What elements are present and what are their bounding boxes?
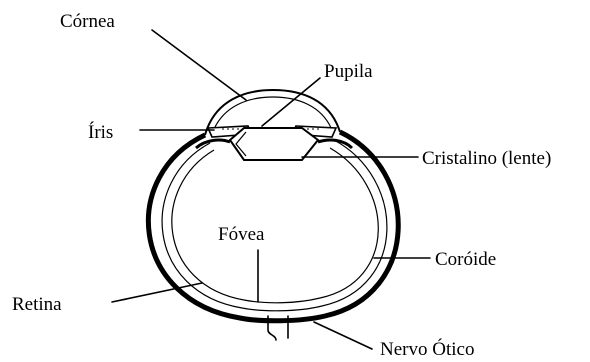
label-retina: Retina [12,295,62,314]
label-fovea: Fóvea [218,225,264,244]
leader-optic-nerve [314,322,372,349]
leader-pupil [262,78,320,126]
label-iris: Íris [88,123,113,142]
label-optic-nerve: Nervo Ótico [380,340,474,359]
label-cornea: Córnea [60,12,115,31]
leader-cornea [152,30,246,100]
retina-outline [172,148,378,303]
ciliary-body-left [196,140,230,148]
label-pupil: Pupila [324,62,373,81]
label-lens: Cristalino (lente) [422,149,551,168]
lens-shape [230,128,318,160]
ciliary-body-right [318,140,352,148]
label-choroid: Coróide [435,250,496,269]
